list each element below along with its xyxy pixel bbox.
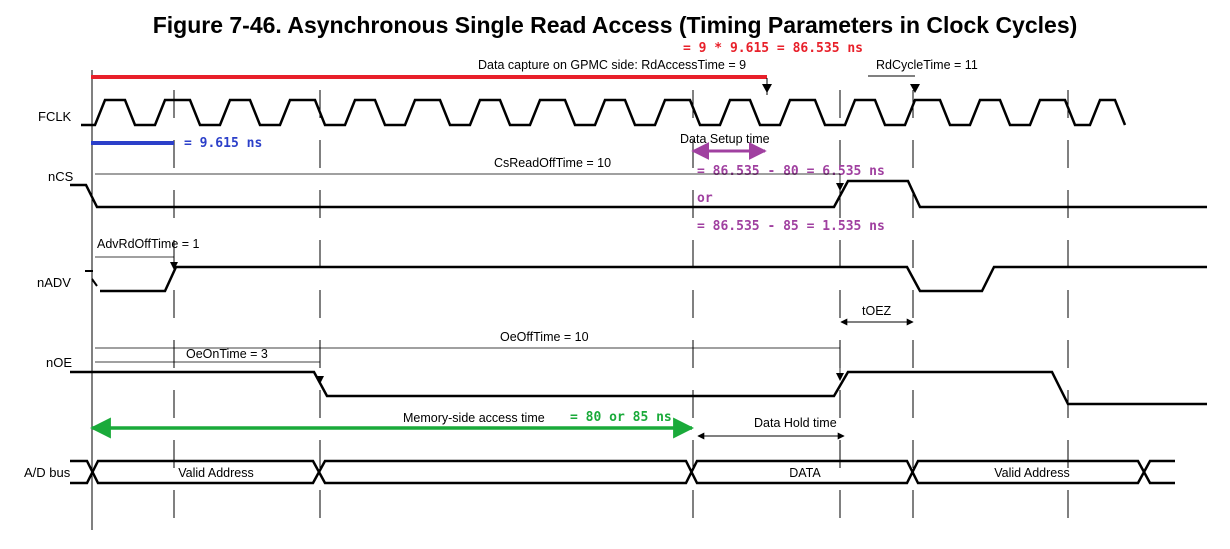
cs-read-off-label: CsReadOffTime = 10 [494,156,611,170]
oe-on-arrowhead [316,376,324,384]
data-capture-label: Data capture on GPMC side: RdAccessTime … [478,58,746,72]
figure-title: Figure 7-46. Asynchronous Single Read Ac… [152,12,1078,38]
rd-cycle-time-arrowhead [910,84,920,93]
signal-label-nadv: nADV [37,275,71,290]
nadv-initial-dashes [85,270,98,287]
oe-off-arrowhead [836,373,844,381]
adv-rd-off-label: AdvRdOffTime = 1 [97,237,200,251]
fclk-waveform [81,98,1127,127]
data-hold-label: Data Hold time [754,416,837,430]
signal-label-ad-bus: A/D bus [24,465,71,480]
adv-rd-off-arrowhead [170,262,178,270]
clock-period-label: = 9.615 ns [184,136,262,151]
data-capture-arrowhead [762,84,772,93]
setup-calc-label: = 86.535 - 80 = 6.535 ns [697,164,885,179]
rd-cycle-time-label: RdCycleTime = 11 [876,58,978,72]
data-setup-label: Data Setup time [680,132,770,146]
reference-lines [173,90,1069,530]
signal-label-fclk: FCLK [38,109,72,124]
rd-access-calc-label: = 9 * 9.615 = 86.535 ns [683,41,863,56]
ad-bus-waveform [70,459,1175,485]
toez-label: tOEZ [862,304,892,318]
ncs-waveform [70,179,1207,209]
cs-read-off-arrowhead [836,183,844,191]
nadv-waveform [100,265,1207,293]
memory-access-label: Memory-side access time [403,411,545,425]
bus-segment-label: Valid Address [178,466,254,480]
setup-or-label: or [697,191,713,206]
signal-label-noe: nOE [46,355,72,370]
signal-label-ncs: nCS [48,169,74,184]
oe-on-label: OeOnTime = 3 [186,347,268,361]
memory-access-value-label: = 80 or 85 ns [570,410,672,425]
bus-segment-label: Valid Address [994,466,1070,480]
bus-segment-label: DATA [789,466,821,480]
setup-calc-label: = 86.535 - 85 = 1.535 ns [697,219,885,234]
oe-off-label: OeOffTime = 10 [500,330,589,344]
noe-waveform [70,370,1207,406]
